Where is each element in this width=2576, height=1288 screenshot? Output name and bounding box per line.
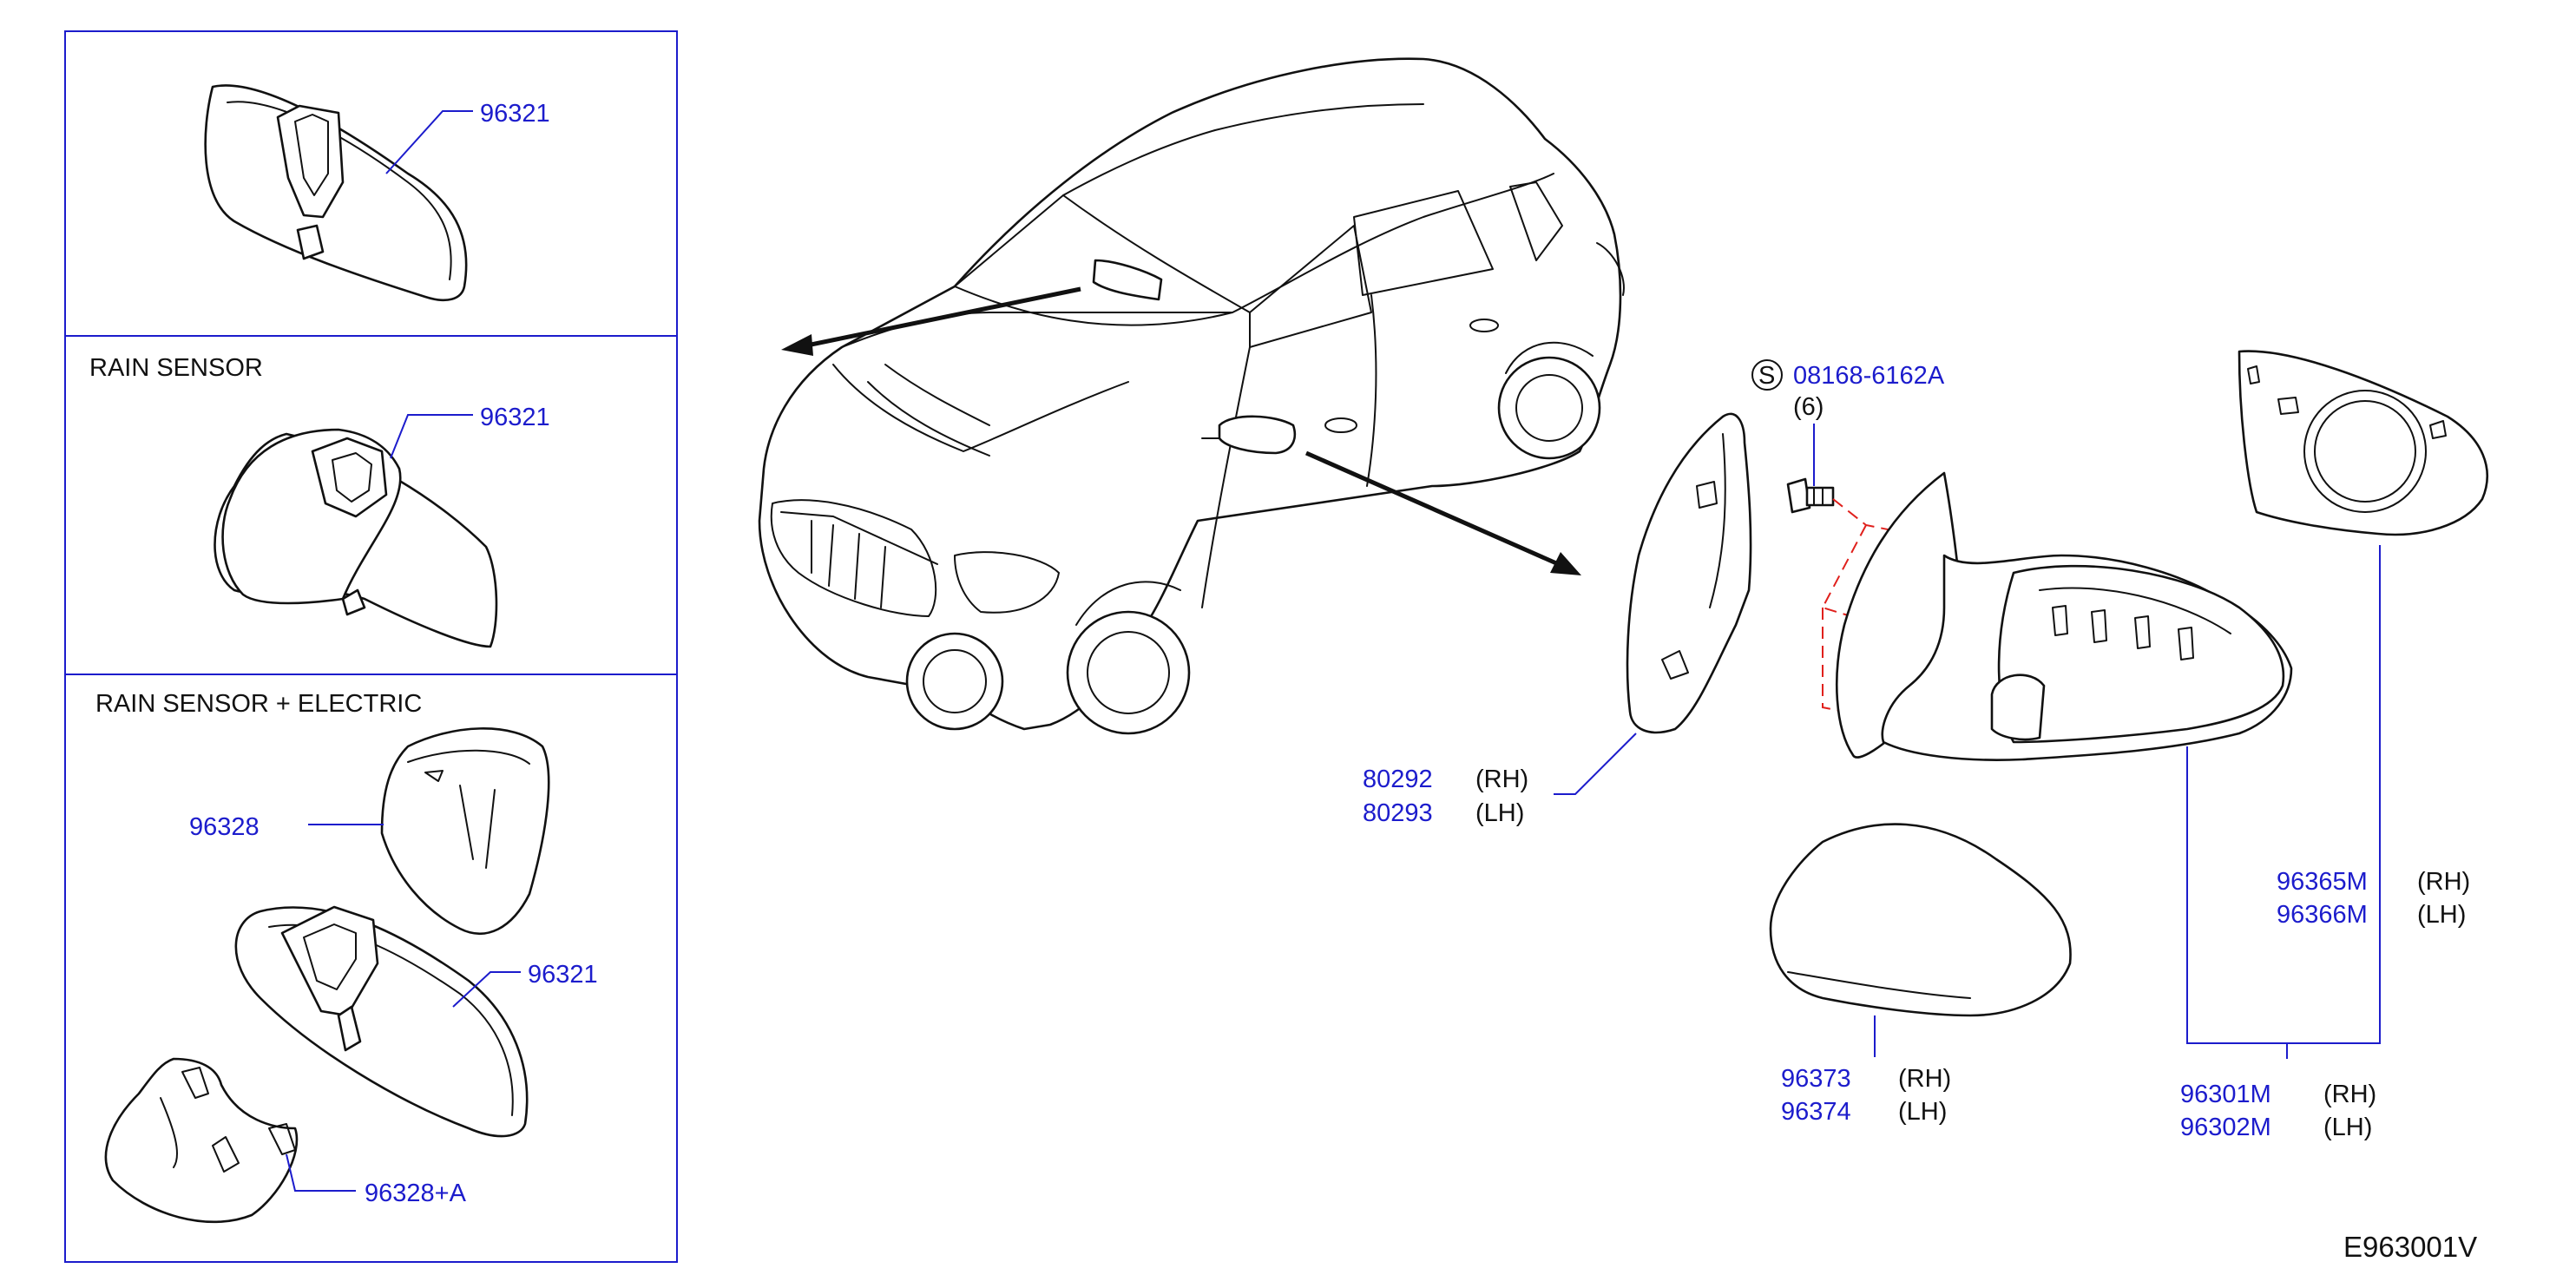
- side-rh: (RH): [2323, 1081, 2376, 1108]
- lower-cover-96328a: [104, 1057, 299, 1224]
- rear-cover-96328: [380, 727, 550, 935]
- part-number-96374: 96374: [1781, 1098, 1851, 1126]
- side-lh: (LH): [1898, 1098, 1947, 1126]
- mirror-rain-sensor: [214, 428, 498, 648]
- bolt-quantity: (6): [1793, 393, 1824, 421]
- part-number-80292: 80292: [1363, 766, 1433, 793]
- part-number-96328a: 96328+A: [365, 1180, 467, 1207]
- callout-arrows: [781, 286, 1581, 575]
- part-number-96328: 96328: [189, 813, 260, 841]
- part-number-96302m: 96302M: [2180, 1114, 2271, 1141]
- part-number-96301m: 96301M: [2180, 1081, 2271, 1108]
- leader-96321-b: 96321: [390, 404, 550, 459]
- side-lh: (LH): [2323, 1114, 2372, 1141]
- part-number-96321: 96321: [528, 961, 598, 989]
- mounting-dashed-lines: [1821, 498, 1910, 717]
- leader-80292: 80292 (RH) 80293 (LH): [1363, 733, 1637, 827]
- bolt-08168: S 08168-6162A (6): [1751, 359, 1945, 514]
- mirror-rain-sensor-electric: [234, 905, 529, 1138]
- mirror-glass-96365m: [2238, 350, 2489, 536]
- mirror-standard: [204, 84, 468, 301]
- mirror-base-80292: [1626, 412, 1752, 734]
- part-number-96365m: 96365M: [2277, 868, 2368, 896]
- diagram-id: E963001V: [2343, 1231, 2477, 1263]
- part-number-96321: 96321: [480, 100, 550, 128]
- part-number-80293: 80293: [1363, 799, 1433, 827]
- mirror-body-96301m: [1835, 471, 2293, 761]
- bolt-s-symbol: S: [1758, 362, 1775, 390]
- panel-title-rain-sensor: RAIN SENSOR: [89, 354, 263, 382]
- side-rh: (RH): [1475, 766, 1528, 793]
- part-number-96366m: 96366M: [2277, 901, 2368, 929]
- leader-96328: 96328: [189, 813, 384, 841]
- leader-96321-c: 96321: [452, 961, 598, 1008]
- side-rh: (RH): [1898, 1065, 1951, 1093]
- mirror-cover-96373: [1769, 823, 2072, 1017]
- leader-96373: 96373 (RH) 96374 (LH): [1781, 1015, 1951, 1126]
- side-rh: (RH): [2417, 868, 2470, 896]
- side-lh: (LH): [1475, 799, 1524, 827]
- vehicle-illustration: [758, 57, 1625, 735]
- side-lh: (LH): [2417, 901, 2466, 929]
- inset-panels: [64, 30, 678, 1263]
- part-number-96373: 96373: [1781, 1065, 1851, 1093]
- part-number-08168-6162a: 08168-6162A: [1793, 362, 1945, 390]
- leader-96365m: 96365M (RH) 96366M (LH): [2277, 868, 2470, 929]
- leader-96301m: 96301M (RH) 96302M (LH): [2180, 545, 2381, 1141]
- part-number-96321: 96321: [480, 404, 550, 431]
- leader-96328a: 96328+A: [286, 1153, 467, 1207]
- panel-title-rain-sensor-electric: RAIN SENSOR + ELECTRIC: [95, 690, 422, 718]
- inset-frame: [64, 30, 678, 1263]
- leader-96321-a: 96321: [385, 100, 550, 174]
